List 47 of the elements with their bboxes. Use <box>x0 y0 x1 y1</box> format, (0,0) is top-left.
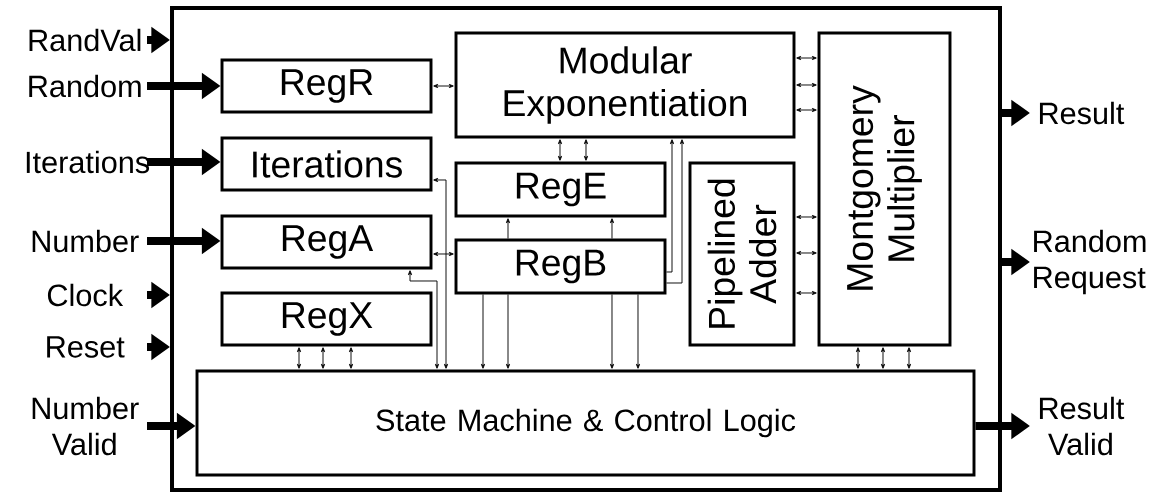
signal-label: Result <box>1039 101 1125 125</box>
arrow <box>433 251 454 257</box>
arrow <box>796 290 817 296</box>
module-box: Pipelined Adder <box>688 161 796 347</box>
register-box: RegR <box>220 58 433 114</box>
arrow <box>796 107 817 113</box>
arrow <box>796 82 817 88</box>
arrow <box>609 218 615 239</box>
arrow <box>796 55 817 61</box>
signal-label: Number <box>32 229 139 253</box>
arrow <box>433 177 449 369</box>
chip-boundary <box>170 6 1002 492</box>
register-box: Iterations <box>220 136 433 192</box>
arrow <box>348 347 354 369</box>
arrow <box>296 347 302 369</box>
signal-label: Random Request <box>1034 229 1146 295</box>
module-box: Modular Exponentiation <box>454 31 796 139</box>
arrow <box>557 139 563 161</box>
arrow <box>855 347 861 369</box>
register-box: RegA <box>220 214 433 270</box>
arrow <box>505 294 511 369</box>
arrow <box>407 270 440 369</box>
arrow <box>320 347 326 369</box>
arrow <box>480 294 486 369</box>
signal-label: Clock <box>47 283 124 307</box>
arrow <box>880 347 886 369</box>
register-box: RegE <box>454 161 667 218</box>
arrow <box>609 294 615 369</box>
arrow <box>583 139 589 161</box>
arrow <box>505 218 511 239</box>
arrow <box>796 214 817 220</box>
arrow <box>433 83 454 89</box>
arrow <box>796 250 817 256</box>
register-box: RegX <box>220 291 433 347</box>
signal-label: Result Valid <box>1039 396 1125 456</box>
arrow <box>906 347 912 369</box>
signal-label: Random <box>29 74 141 98</box>
signal-label: Number Valid <box>32 396 139 456</box>
signal-label: RandVal <box>29 28 141 52</box>
module-box: Montgomery Multiplier <box>817 31 952 347</box>
arrow <box>635 294 641 369</box>
signal-label: Reset <box>47 336 125 358</box>
arrow <box>666 139 685 284</box>
register-box: RegB <box>454 238 667 295</box>
arrow <box>666 139 675 273</box>
signal-label: Iterations <box>26 150 150 174</box>
module-box: State Machine & Control Logic <box>195 369 976 477</box>
